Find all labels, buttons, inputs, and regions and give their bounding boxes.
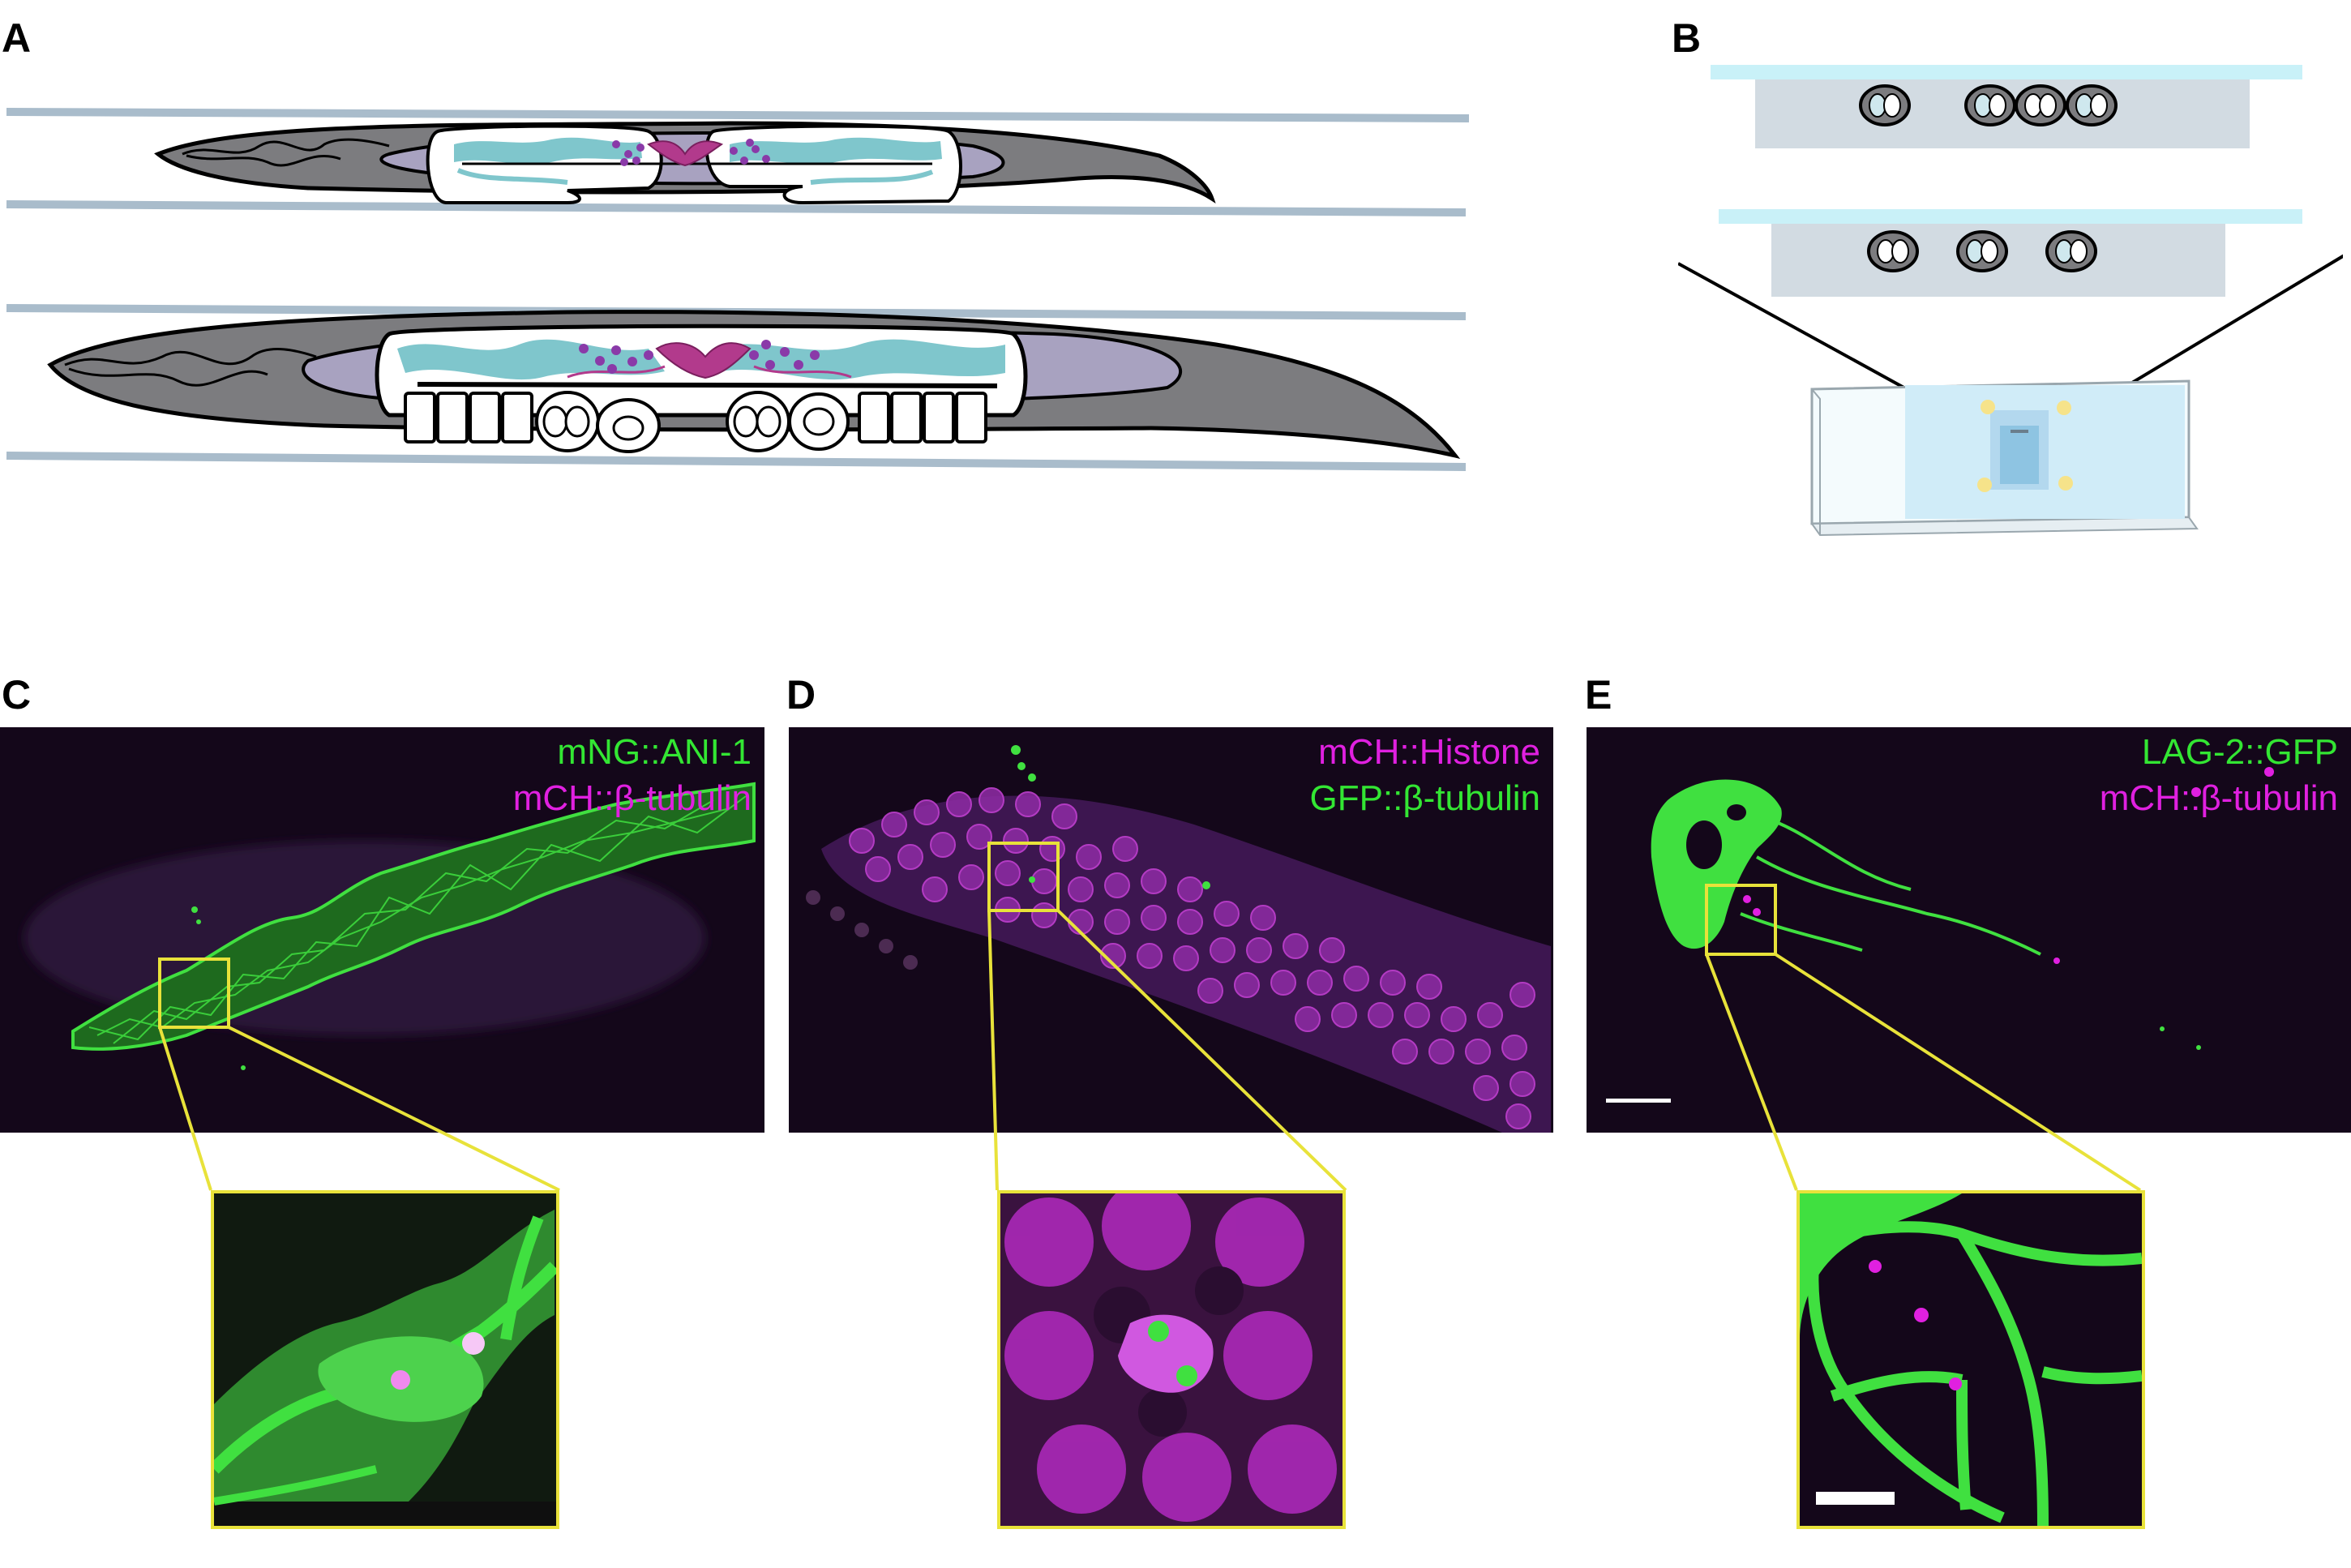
panel-letter-a: A	[2, 15, 32, 61]
dtc-cell-body	[1651, 779, 1782, 949]
gonad-membrane-network	[71, 782, 756, 1051]
panel-letter-e: E	[1585, 672, 1612, 718]
channel-label-magenta: mCH::β-tubulin	[2099, 778, 2338, 819]
worm-small	[154, 121, 1216, 205]
worm-small-pharynx	[182, 138, 390, 167]
tube-wall-top-1	[6, 108, 1470, 122]
panel-c-channel-labels: mNG::ANI-1 mCH::β-tubulin	[513, 729, 752, 821]
panel-b-schematic	[1678, 65, 2343, 537]
panel-letter-d: D	[786, 672, 816, 718]
worm-large-nuclei	[579, 340, 820, 374]
channel-label-magenta: mCH::Histone	[1318, 732, 1540, 772]
worm-small-germline-left	[454, 137, 642, 165]
worm-large-spermatheca	[655, 342, 752, 379]
panel-e-channel-labels: LAG-2::GFP mCH::β-tubulin	[2100, 729, 2338, 821]
channel-label-magenta: mCH::β-tubulin	[512, 778, 752, 819]
worm-large-germline-left	[397, 339, 665, 380]
panel-letter-b: B	[1672, 15, 1702, 61]
panel-e-micrograph: LAG-2::GFP mCH::β-tubulin	[1587, 727, 2351, 1133]
panel-c-micrograph: mNG::ANI-1 mCH::β-tubulin	[0, 727, 764, 1133]
glass-slide	[1810, 379, 2199, 537]
green-puncta	[2160, 1026, 2201, 1050]
worm-small-germline-right	[730, 137, 942, 165]
channel-label-green: LAG-2::GFP	[2141, 732, 2338, 772]
worm-small-germline-loop-right	[810, 169, 934, 185]
membrane-mesh	[88, 795, 747, 1044]
worm-large-embryo-blastomeres	[542, 405, 835, 441]
channel-label-green: GFP::β-tubulin	[1309, 778, 1540, 819]
panel-c-inset	[211, 1190, 559, 1529]
worm-large-rachis	[417, 382, 998, 388]
panel-d-inset	[997, 1190, 1346, 1529]
coverslip-middle	[1719, 209, 2302, 224]
tube-wall-bottom-1	[6, 200, 1467, 216]
wax-dot	[1981, 400, 1995, 414]
channel-label-green: mNG::ANI-1	[557, 732, 752, 772]
panel-d-channel-labels: mCH::Histone GFP::β-tubulin	[1309, 729, 1540, 821]
panel-e-inset	[1796, 1190, 2145, 1529]
worm-large-pharynx	[64, 348, 317, 387]
worm-small-spermatheca	[647, 140, 724, 167]
worm-small-nuclei	[612, 139, 770, 166]
panel-a-schematic	[6, 108, 1470, 471]
zoom-box-d	[987, 842, 1060, 912]
scale-bar-inset	[1816, 1492, 1895, 1505]
dtc-processes	[1740, 815, 2041, 956]
green-puncta	[1011, 745, 1210, 889]
worm-large-sperm-tracks	[567, 365, 852, 379]
panel-d-micrograph: mCH::Histone GFP::β-tubulin	[789, 727, 1553, 1133]
embryos-middle	[1867, 230, 2097, 272]
faint-nuclei	[806, 890, 918, 970]
panel-letter-c: C	[2, 672, 32, 718]
embryos-top	[1859, 84, 2118, 126]
worm-large	[47, 310, 1461, 460]
tube-wall-bottom-2	[6, 452, 1467, 471]
scale-bar-main	[1606, 1099, 1671, 1103]
worm-small-germline-loop-left	[456, 168, 568, 185]
coverslip-top	[1711, 65, 2302, 79]
slide-pad-inner	[2000, 426, 2039, 484]
